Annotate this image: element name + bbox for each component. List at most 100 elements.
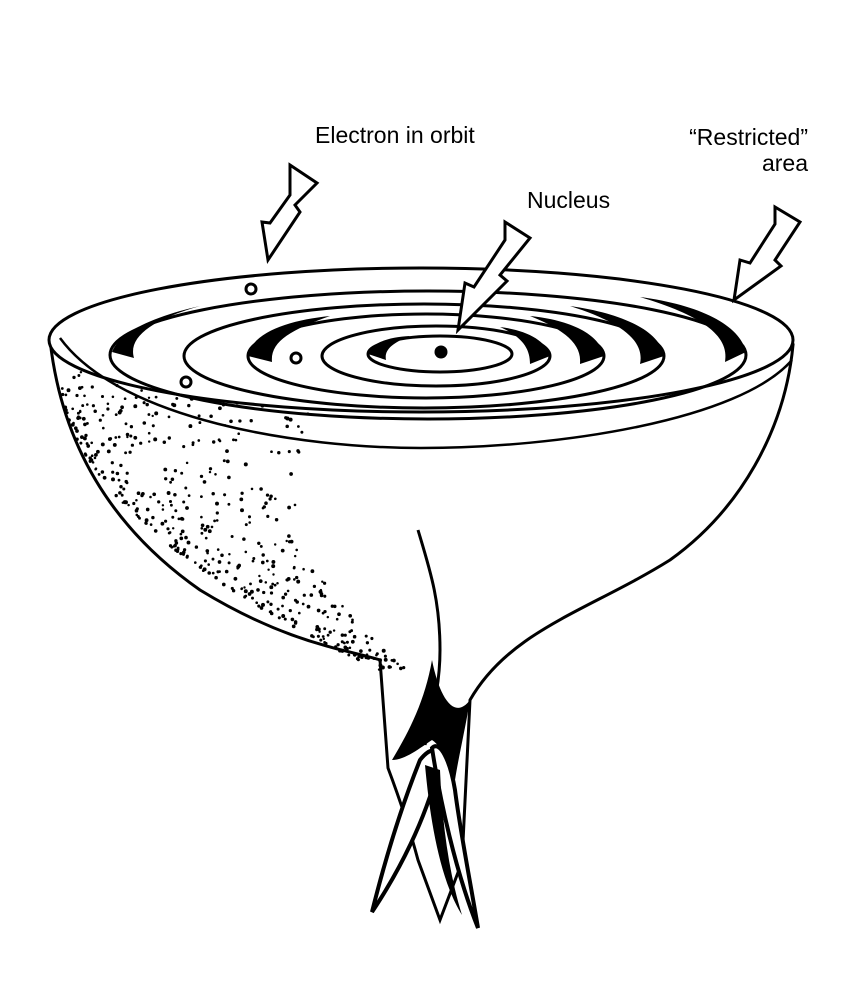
- stipple-dot: [139, 441, 143, 445]
- stipple-dot: [296, 579, 301, 584]
- stipple-dot: [171, 515, 175, 519]
- stipple-dot: [240, 491, 244, 495]
- stipple-dot: [101, 426, 105, 430]
- stipple-dot: [287, 450, 291, 454]
- stipple-dot: [211, 571, 215, 575]
- stipple-dot: [194, 561, 197, 564]
- label-electron-in-orbit: Electron in orbit: [315, 122, 475, 148]
- stipple-dot: [337, 612, 341, 617]
- stipple-dot: [129, 434, 133, 438]
- stipple-dot: [249, 582, 252, 586]
- stipple-dot: [324, 641, 328, 646]
- stipple-dot: [109, 437, 113, 441]
- label-restricted-line2: area: [761, 150, 808, 177]
- stipple-dot: [224, 569, 229, 574]
- stipple-dot: [335, 617, 339, 621]
- stipple-dot: [182, 445, 186, 449]
- stipple-dot: [174, 509, 178, 513]
- stipple-dot: [217, 438, 221, 442]
- stipple-dot: [81, 404, 85, 408]
- stipple-dot: [266, 600, 270, 604]
- label-restricted-line1: “Restricted”: [689, 124, 808, 150]
- stipple-dot: [237, 432, 241, 436]
- stipple-dot: [135, 507, 139, 511]
- stipple-dot: [124, 451, 128, 455]
- stipple-dot: [81, 416, 86, 421]
- stipple-dot: [136, 491, 141, 496]
- stipple-dot: [365, 641, 370, 645]
- stipple-dot: [204, 536, 208, 540]
- stipple-dot: [151, 515, 155, 520]
- stipple-dot: [274, 517, 279, 522]
- stipple-dot: [199, 564, 203, 568]
- stipple-dot: [106, 402, 110, 406]
- stipple-dot: [147, 440, 151, 443]
- stipple-dot: [366, 656, 371, 660]
- stipple-dot: [208, 470, 212, 474]
- stipple-dot: [91, 461, 95, 464]
- stipple-dot: [142, 401, 146, 405]
- stipple-dot: [340, 633, 345, 637]
- stipple-dot: [149, 495, 152, 499]
- stipple-dot: [352, 634, 357, 639]
- stipple-dot: [273, 583, 277, 587]
- stipple-dot: [269, 611, 274, 616]
- stipple-dot: [86, 444, 91, 448]
- stipple-dot: [167, 415, 171, 419]
- stipple-dot: [168, 531, 172, 534]
- stipple-dot: [161, 504, 165, 507]
- stipple-dot: [244, 550, 248, 554]
- stipple-dot: [256, 588, 260, 592]
- stipple-dot: [206, 551, 209, 555]
- stipple-dot: [78, 416, 82, 420]
- stipple-dot: [223, 493, 227, 497]
- stipple-dot: [67, 418, 71, 422]
- stipple-dot: [66, 388, 71, 393]
- stipple-dot: [259, 544, 263, 548]
- stipple-dot: [264, 501, 268, 505]
- stipple-dot: [94, 453, 98, 457]
- stipple-dot: [86, 403, 89, 406]
- stipple-dot: [352, 651, 356, 656]
- stipple-dot: [240, 508, 244, 513]
- stipple-dot: [351, 618, 354, 622]
- stipple-dot: [171, 527, 175, 530]
- stipple-dot: [202, 567, 207, 572]
- stipple-dot: [173, 469, 178, 473]
- stipple-dot: [120, 405, 124, 410]
- stipple-dot: [83, 394, 86, 398]
- stipple-dot: [250, 487, 254, 491]
- stipple-dot: [271, 582, 275, 586]
- stipple-dot: [119, 463, 123, 468]
- stipple-dot: [147, 431, 151, 435]
- nucleus-dot: [434, 345, 448, 359]
- stipple-dot: [271, 559, 276, 564]
- stipple-dot: [173, 492, 177, 497]
- stipple-dot: [80, 385, 84, 389]
- stipple-dot: [321, 635, 325, 638]
- stipple-dot: [111, 395, 115, 399]
- stipple-dot: [343, 633, 347, 637]
- stipple-dot: [328, 630, 332, 634]
- stipple-dot: [73, 426, 78, 431]
- stipple-dot: [237, 563, 242, 568]
- funnel-neck-shadow: [392, 660, 470, 780]
- stipple-dot: [182, 552, 185, 556]
- stipple-dot: [255, 601, 259, 605]
- stipple-dot: [247, 515, 252, 519]
- stipple-dot: [227, 502, 231, 506]
- stipple-dot: [184, 535, 188, 540]
- orbit-ring-5-shade-left: [368, 336, 410, 360]
- stipple-dot: [199, 474, 204, 479]
- stipple-dot: [310, 569, 315, 574]
- stipple-dot: [185, 506, 189, 510]
- stipple-dot: [176, 546, 180, 550]
- arrow-nucleus: [455, 219, 533, 335]
- stipple-dot: [262, 590, 266, 595]
- stipple-dot: [125, 471, 129, 475]
- stipple-dot: [222, 459, 226, 463]
- stipple-dot: [378, 663, 383, 668]
- stipple-dot: [318, 630, 321, 633]
- stipple-dot: [123, 397, 127, 401]
- stipple-dot: [112, 442, 117, 447]
